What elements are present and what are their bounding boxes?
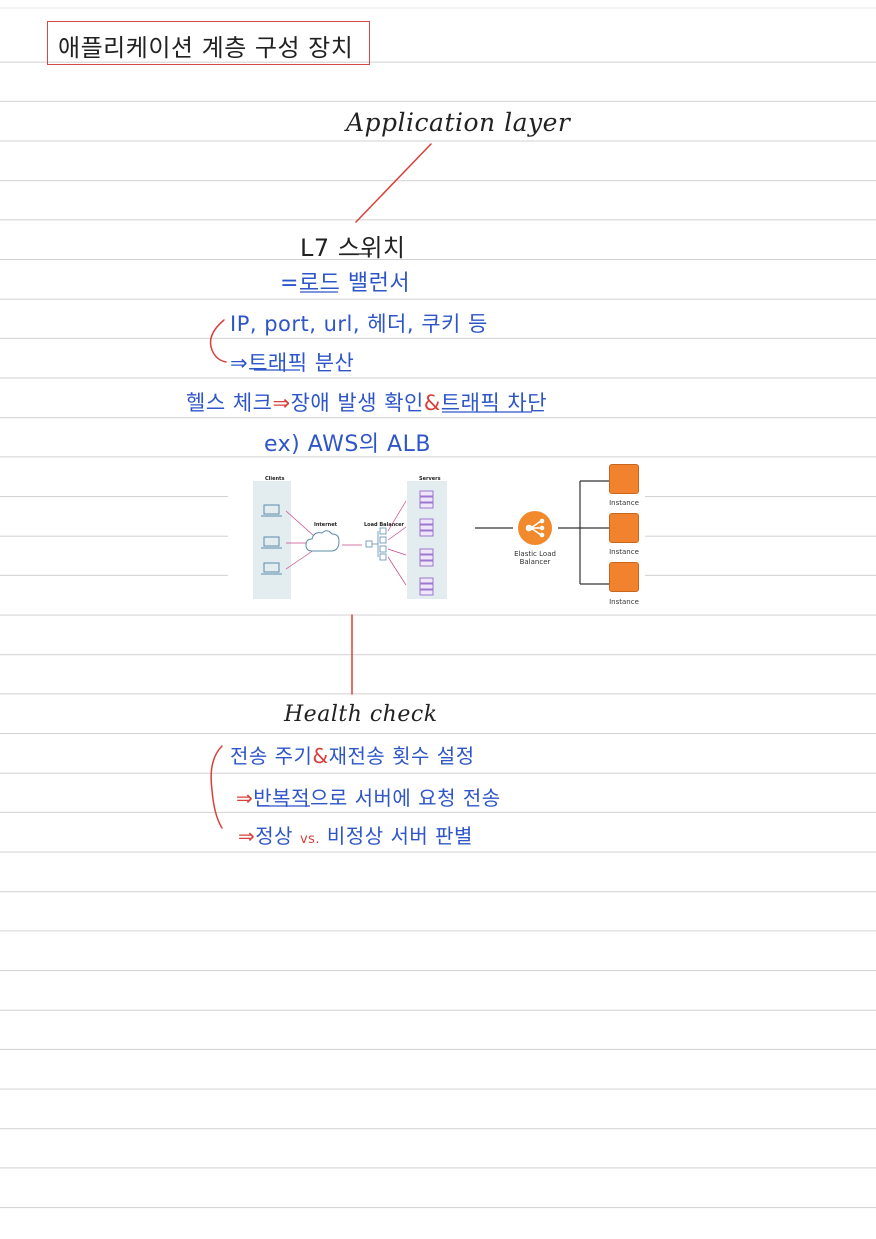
health-check-prefix: 헬스 체크 — [186, 391, 273, 415]
ampersand: & — [312, 744, 329, 768]
repeat-request-text: 반복적으로 서버에 요청 전송 — [253, 786, 501, 810]
bracket-stroke — [209, 319, 227, 363]
title-box — [47, 21, 370, 65]
interval-text: 전송 주기 — [230, 744, 313, 768]
health-check-line-3: ⇒정상 vs. 비정상 서버 판별 — [238, 820, 473, 849]
page-title: 애플리케이션 계층 구성 장치 — [58, 34, 354, 62]
servers-label: Servers — [419, 476, 441, 482]
instance-label: Instance — [609, 548, 639, 556]
load-balancer-icon — [365, 527, 387, 561]
arrow-icon: ⇒ — [272, 391, 291, 415]
ampersand: & — [423, 391, 441, 415]
cloud-icon — [305, 530, 340, 552]
application-layer-heading: Application layer — [346, 108, 571, 137]
instance-icon — [609, 513, 639, 543]
traffic-block-text: 트래픽 차단 — [440, 391, 548, 415]
abnormal-server-text: 비정상 서버 판별 — [326, 824, 473, 848]
instance-label: Instance — [609, 598, 639, 606]
failure-check-text: 장애 발생 확인 — [290, 391, 424, 415]
retry-count-text: 재전송 횟수 설정 — [328, 744, 475, 768]
traffic-distribution-line: ⇒트래픽 분산 — [230, 351, 355, 375]
aws-alb-example: ex) AWS의 ALB — [264, 432, 431, 457]
instance-icon — [609, 562, 639, 592]
arrow-icon: ⇒ — [236, 786, 254, 810]
health-check-title: Health check — [284, 702, 438, 727]
health-check-line-1: 전송 주기&재전송 횟수 설정 — [230, 740, 475, 769]
internet-label: Internet — [314, 522, 338, 528]
diagram-graphics — [261, 480, 609, 596]
normal-text: 정상 — [255, 824, 294, 848]
connector-line — [355, 143, 432, 223]
load-balancer-diagram-label: Load Balancer — [364, 522, 404, 528]
clients-label: Clients — [265, 476, 285, 482]
l7-switch-label: L7 스위치 — [300, 234, 406, 262]
load-balancer-label: =로드 밸런서 — [280, 271, 411, 296]
elastic-load-balancer-icon — [518, 511, 552, 545]
bracket-stroke — [210, 745, 223, 829]
clients-column — [253, 481, 291, 599]
server-icon — [419, 490, 434, 596]
elb-label: Elastic Load Balancer — [514, 550, 556, 566]
health-check-line: 헬스 체크⇒장애 발생 확인&트래픽 차단 — [186, 387, 547, 417]
versus-text: vs. — [299, 832, 321, 847]
laptop-icon — [261, 504, 282, 575]
health-check-line-2: ⇒반복적으로 서버에 요청 전송 — [236, 782, 501, 811]
instance-label: Instance — [609, 499, 639, 507]
ip-port-url-line: IP, port, url, 헤더, 쿠키 등 — [230, 312, 488, 336]
load-balancer-diagram: Clients Internet Load Balancer Servers — [228, 461, 645, 611]
arrow-icon: ⇒ — [238, 824, 256, 848]
instance-icon — [609, 464, 639, 494]
